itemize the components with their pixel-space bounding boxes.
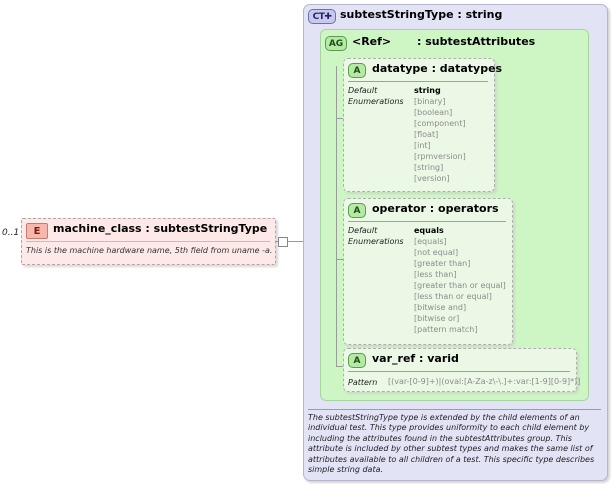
attribute-separator — [348, 221, 506, 222]
enum-value: [not equal] — [414, 248, 459, 257]
default-value: equals — [414, 226, 444, 235]
enum-value: [component] — [414, 119, 466, 128]
element-title: machine_class : subtestStringType — [53, 222, 268, 235]
enum-value: [equals] — [414, 237, 447, 246]
enum-value: [version] — [414, 174, 450, 183]
attribute-badge: A — [348, 203, 366, 218]
complex-type-title: subtestStringType : string — [340, 8, 503, 21]
attribute-group-badge: AG — [325, 36, 347, 51]
sequence-connector[interactable] — [278, 237, 288, 247]
complex-type-box[interactable]: CT✚ subtestStringType : string AG <Ref> … — [303, 4, 608, 481]
default-label: Default — [348, 226, 378, 235]
attribute-operator[interactable]: A operator : operators Default Enumerati… — [343, 198, 513, 345]
attribute-values: string [binary] [boolean] [component] [f… — [414, 85, 466, 184]
documentation-separator — [308, 409, 601, 410]
attribute-separator — [348, 81, 488, 82]
pattern-value: [(var-[0-9]+)|(oval:[A-Za-z\-\.]+:var:[1… — [388, 377, 581, 386]
element-badge: E — [26, 223, 48, 239]
attribute-group-type: : subtestAttributes — [417, 35, 536, 48]
connector-line — [275, 241, 279, 242]
enum-value: [less than or equal] — [414, 292, 492, 301]
tree-line — [336, 259, 343, 260]
attribute-values: equals [equals] [not equal] [greater tha… — [414, 225, 506, 335]
enum-value: [less than] — [414, 270, 457, 279]
enum-value: [greater than or equal] — [414, 281, 506, 290]
enum-value: [int] — [414, 141, 431, 150]
occurrence-label: 0..1 — [2, 228, 20, 238]
attribute-title: datatype : datatypes — [372, 62, 503, 75]
enum-value: [bitwise or] — [414, 314, 460, 323]
attribute-datatype[interactable]: A datatype : datatypes Default Enumerati… — [343, 58, 502, 192]
enum-value: [pattern match] — [414, 325, 478, 334]
enum-value: [boolean] — [414, 108, 453, 117]
element-separator — [26, 241, 270, 242]
tree-line — [336, 118, 343, 119]
enum-value: [bitwise and] — [414, 303, 467, 312]
complex-type-documentation: The subtestStringType type is extended b… — [308, 413, 595, 475]
attribute-title: operator : operators — [372, 202, 499, 215]
enumerations-label: Enumerations — [348, 237, 404, 246]
enum-value: [greater than] — [414, 259, 471, 268]
element-documentation: This is the machine hardware name, 5th f… — [26, 246, 273, 255]
pattern-label: Pattern — [348, 378, 378, 387]
default-value: string — [414, 86, 441, 95]
tree-line — [336, 66, 337, 366]
attribute-badge: A — [348, 353, 366, 368]
connector-line — [288, 241, 303, 242]
element-machine-class[interactable]: E machine_class : subtestStringType This… — [21, 218, 276, 265]
enum-value: [string] — [414, 163, 444, 172]
attribute-separator — [348, 371, 570, 372]
complex-type-badge: CT✚ — [308, 9, 336, 24]
enum-value: [rpmversion] — [414, 152, 466, 161]
attribute-group-box[interactable]: AG <Ref> : subtestAttributes A datatype … — [320, 29, 589, 401]
attribute-badge: A — [348, 63, 366, 78]
enum-value: [binary] — [414, 97, 446, 106]
enum-value: [float] — [414, 130, 439, 139]
enumerations-label: Enumerations — [348, 97, 404, 106]
attribute-group-ref: <Ref> — [352, 35, 392, 48]
attribute-title: var_ref : varid — [372, 352, 459, 365]
attribute-var-ref[interactable]: A var_ref : varid Pattern [(var-[0-9]+)|… — [343, 348, 581, 392]
tree-line — [336, 366, 343, 367]
default-label: Default — [348, 86, 378, 95]
